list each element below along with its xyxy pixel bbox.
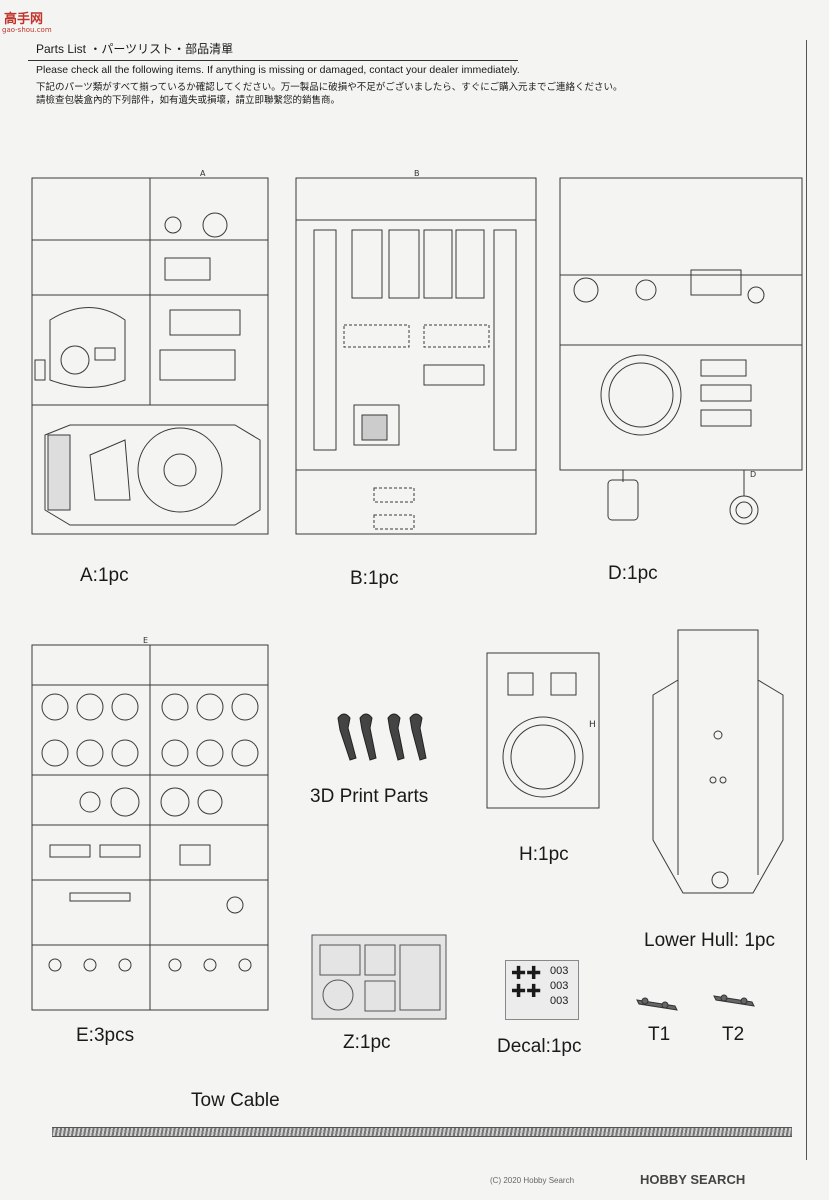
- site-watermark: 高手网: [4, 12, 44, 27]
- sprue-b-label: B:1pc: [350, 568, 399, 589]
- sprue-a-label: A:1pc: [80, 565, 129, 586]
- page-title: Parts List ・パーツリスト・部品清單: [36, 42, 234, 56]
- track-link-t2-label: T2: [722, 1024, 745, 1045]
- print3d-drawing: [330, 708, 440, 768]
- track-link-t1-drawing: [635, 992, 680, 1012]
- copyright-text: (C) 2020 Hobby Search: [490, 1176, 575, 1185]
- sprue-e-label: E:3pcs: [76, 1025, 135, 1046]
- sprue-b-letter: B: [414, 170, 420, 178]
- print3d-label: 3D Print Parts: [310, 786, 429, 807]
- decal-sheet: ✚✚ ✚✚ 003 003 003: [505, 960, 579, 1020]
- tow-cable-label: Tow Cable: [191, 1090, 280, 1111]
- header-divider: [28, 60, 518, 61]
- sprue-h-letter: H: [589, 720, 596, 730]
- decal-code-1: 003: [550, 965, 569, 977]
- sprue-h-drawing: H: [483, 645, 603, 815]
- road-wheels-row-1: [41, 693, 259, 721]
- page-right-border: [806, 40, 807, 1160]
- hobby-search-logo: (C) 2020 Hobby Search HOBBY SEARCH: [490, 1172, 746, 1187]
- sprue-d-drawing: D: [556, 170, 806, 530]
- sprue-e-drawing: E: [30, 635, 270, 1015]
- sprue-e-letter: E: [143, 636, 148, 645]
- sprue-h-label: H:1pc: [519, 844, 569, 865]
- decal-code-3: 003: [550, 995, 569, 1007]
- notice-chinese: 請檢查包裝盒內的下列部件，如有遺失或損壞，請立即聯繫您的銷售商。: [36, 95, 341, 106]
- notice-english: Please check all the following items. If…: [36, 64, 520, 76]
- notice-japanese: 下記のパーツ類がすべて揃っているか確認してください。万一製品に破損や不足がござい…: [36, 82, 623, 93]
- track-link-t2-drawing: [712, 990, 757, 1010]
- lower-hull-drawing: [648, 625, 788, 910]
- cross-icon: ✚✚: [511, 981, 542, 1001]
- photo-etch-z-label: Z:1pc: [343, 1032, 391, 1053]
- sprue-b-drawing: B: [294, 170, 539, 540]
- photo-etch-z-drawing: [310, 933, 450, 1023]
- decal-code-2: 003: [550, 980, 569, 992]
- sprue-a-letter: A: [200, 170, 206, 178]
- brand-text: HOBBY SEARCH: [640, 1172, 746, 1187]
- lower-hull-label: Lower Hull: 1pc: [644, 930, 775, 951]
- track-link-t1-label: T1: [648, 1024, 671, 1045]
- road-wheels-row-2: [41, 739, 259, 767]
- site-watermark-url: gao-shou.com: [2, 26, 52, 34]
- sprue-a-drawing: A: [30, 170, 270, 540]
- tow-cable-drawing: [52, 1127, 792, 1137]
- sprue-d-letter: D: [750, 470, 756, 479]
- decal-label: Decal:1pc: [497, 1036, 582, 1057]
- cross-icon: ✚✚: [511, 963, 542, 983]
- sprue-d-label: D:1pc: [608, 563, 658, 584]
